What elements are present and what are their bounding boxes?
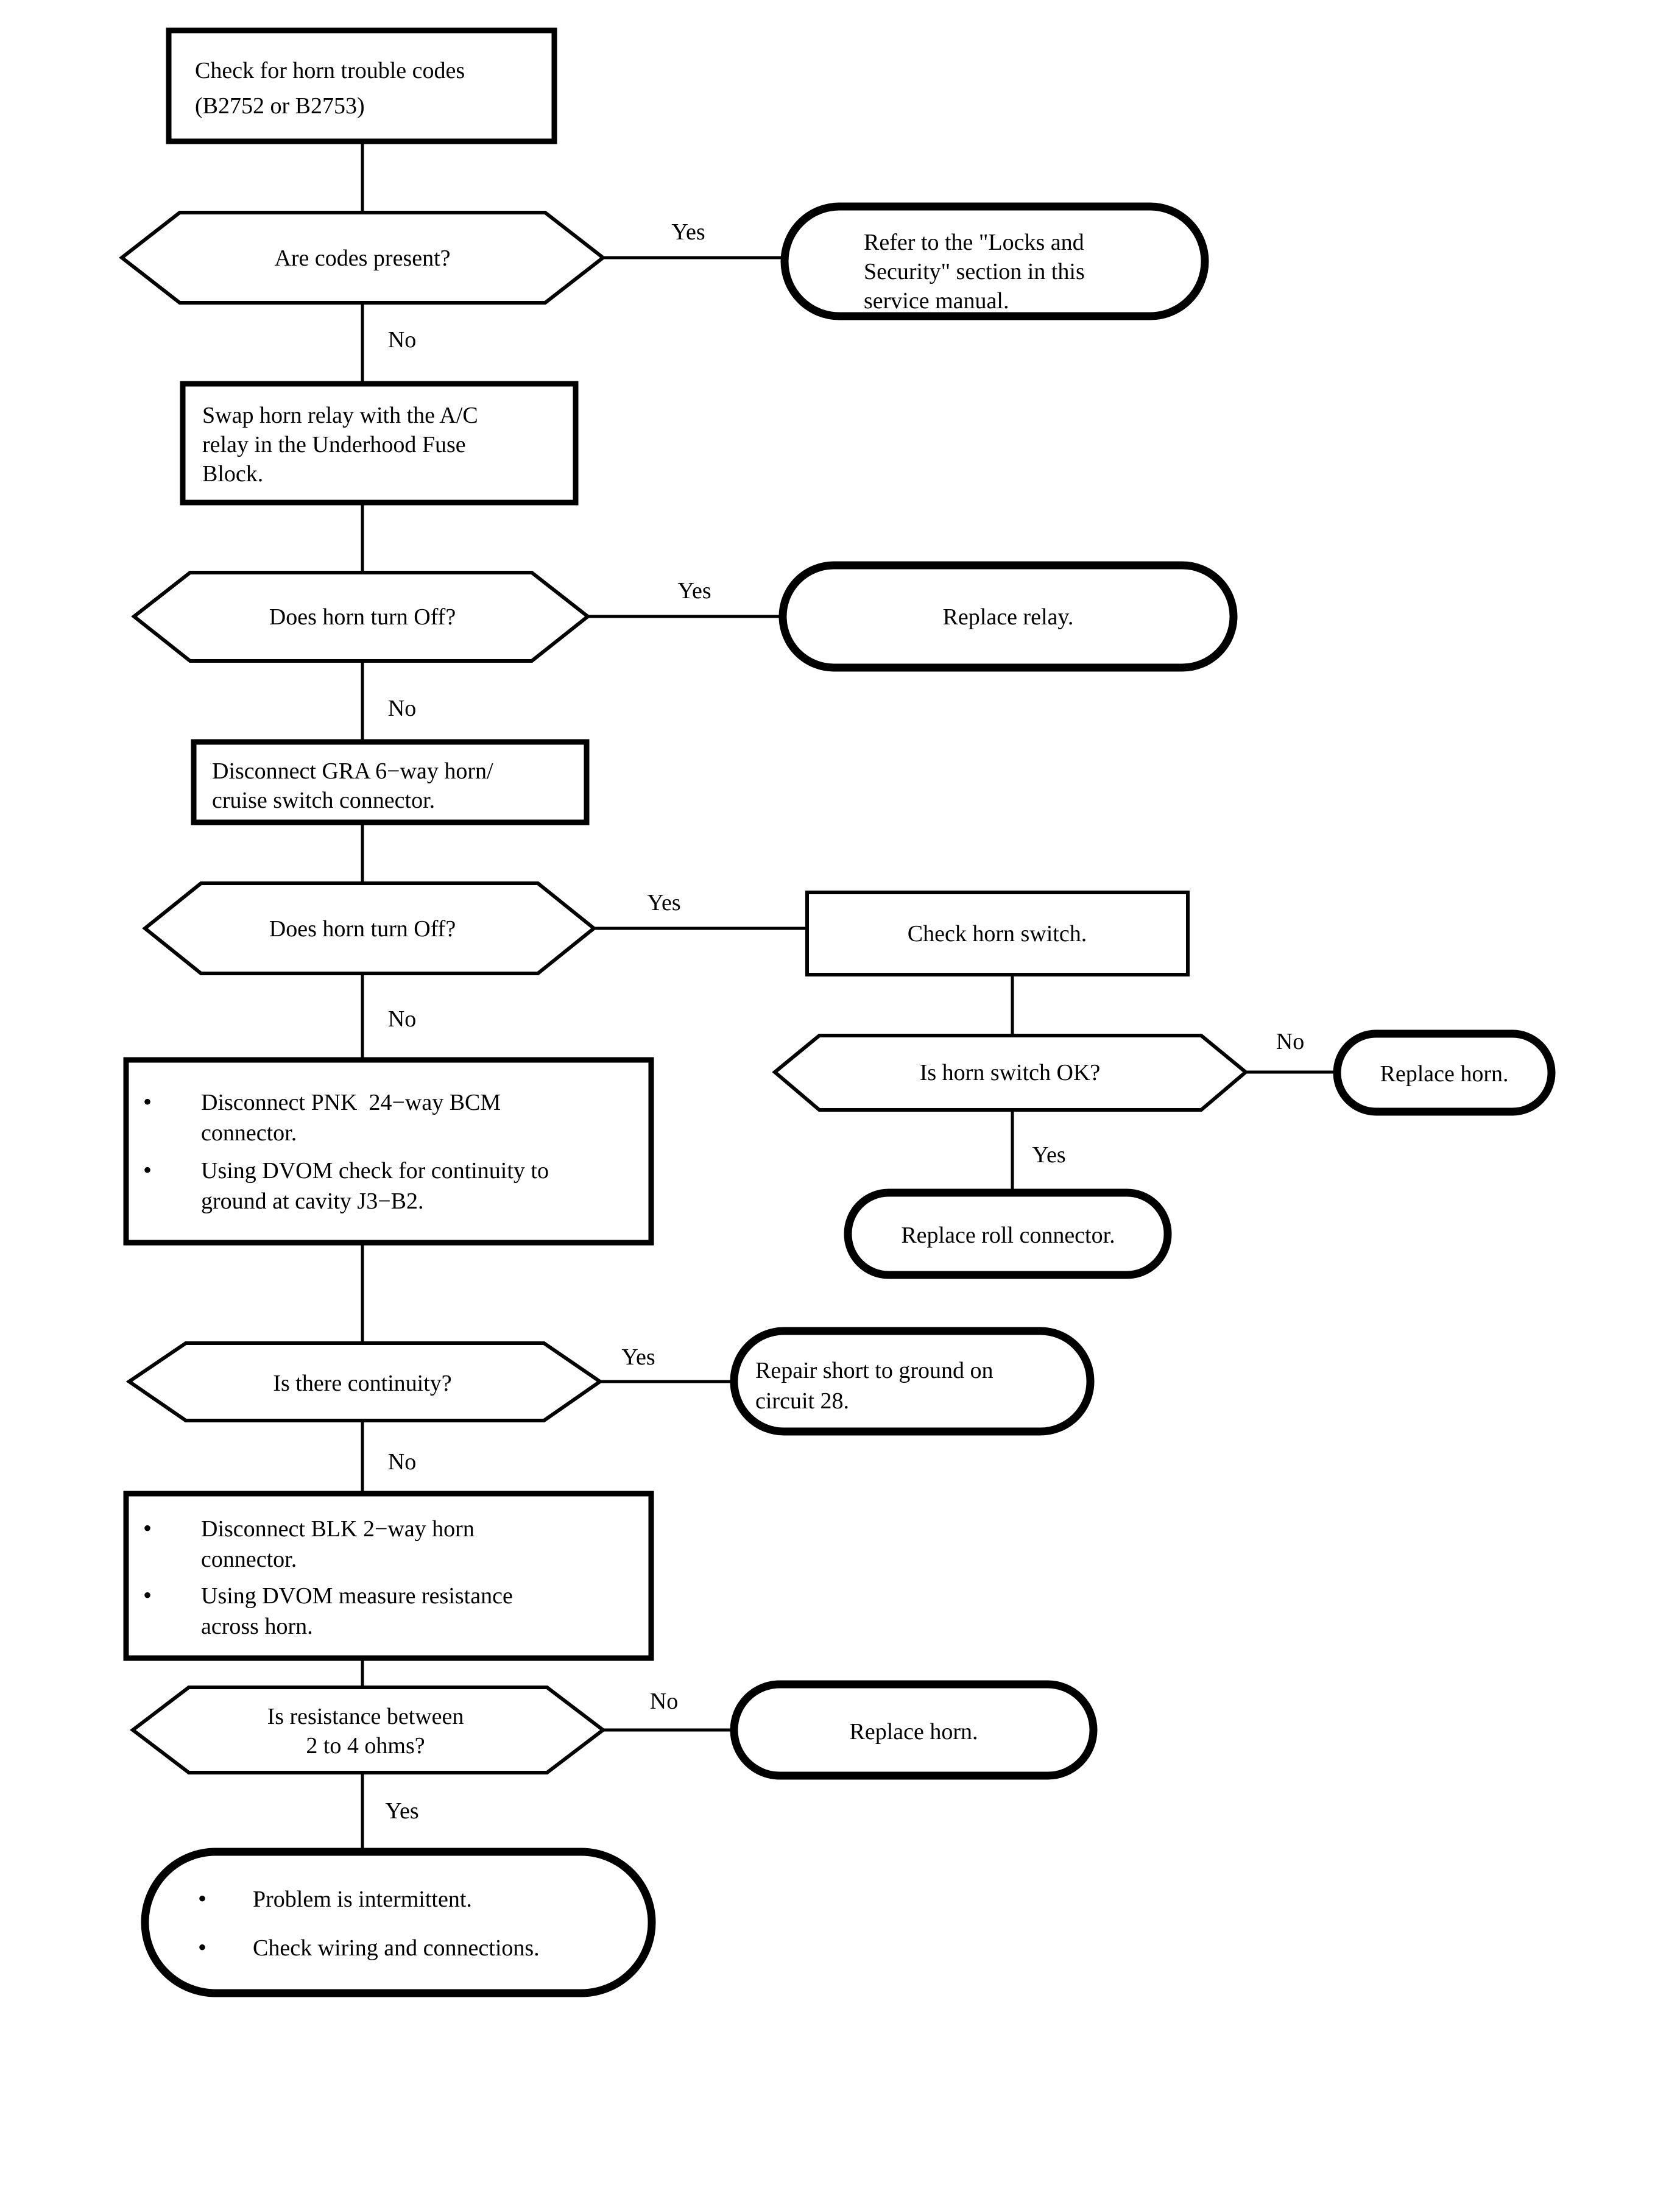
bullet-1-line-2: connector.: [201, 1120, 297, 1146]
node-replace-roll-connector[interactable]: Replace roll connector.: [844, 1188, 1172, 1279]
edge-label-no-6: No: [650, 1689, 678, 1714]
terminator-shape: [730, 1680, 1098, 1780]
terminator-shape: [730, 1327, 1095, 1436]
node-text-line-3: service manual.: [864, 288, 1009, 314]
bullet-2-line-2: ground at cavity J3−B2.: [201, 1188, 424, 1214]
bullet-1-line-1: Disconnect PNK 24−way BCM: [201, 1090, 501, 1115]
decision-shape: [131, 571, 591, 663]
edge-label-yes-3: Yes: [647, 890, 680, 916]
node-text-line-1: Are codes present?: [274, 245, 450, 271]
node-replace-horn-1[interactable]: Replace horn.: [1333, 1029, 1556, 1116]
node-text-line-1: Check for horn trouble codes: [195, 58, 465, 83]
edge-label-yes-6: Yes: [385, 1798, 418, 1824]
node-text-line-1: Disconnect GRA 6−way horn/: [212, 758, 493, 784]
node-text-line-2: (B2752 or B2753): [195, 93, 365, 119]
bullet-1-line-1: Problem is intermittent.: [253, 1887, 472, 1912]
bullet-2-line-1: Using DVOM measure resistance: [201, 1583, 513, 1609]
node-text-line-1: Check horn switch.: [908, 921, 1087, 947]
node-does-horn-turn-off-1[interactable]: Does horn turn Off?: [131, 571, 591, 663]
bullet-marker-1: •: [143, 1514, 152, 1542]
edge-label-yes-2: Yes: [677, 578, 711, 604]
node-check-horn-switch[interactable]: Check horn switch.: [805, 891, 1190, 976]
node-text-line-3: Block.: [202, 461, 263, 487]
node-text-line-1: Repair short to ground on: [755, 1358, 994, 1383]
bullet-2-line-2: across horn.: [201, 1614, 313, 1639]
node-text-line-2: circuit 28.: [755, 1388, 849, 1414]
node-text-line-1: Replace horn.: [849, 1719, 978, 1745]
node-replace-relay[interactable]: Replace relay.: [778, 561, 1238, 672]
edge-label-no-5: No: [388, 1449, 416, 1475]
node-repair-short-to-ground[interactable]: Repair short to ground on circuit 28.: [730, 1327, 1095, 1436]
node-text-line-1: Refer to the "Locks and: [864, 230, 1084, 255]
node-refer-locks-security[interactable]: Refer to the "Locks and Security" sectio…: [780, 202, 1209, 320]
terminator-shape: [141, 1848, 656, 1997]
bullet-1-line-2: connector.: [201, 1547, 297, 1572]
node-text-line-2: Security" section in this: [864, 259, 1085, 284]
bullet-marker-2: •: [198, 1933, 206, 1961]
terminator-shape: [778, 561, 1238, 672]
bullet-2-line-1: Using DVOM check for continuity to: [201, 1158, 549, 1184]
node-disconnect-gra-connector[interactable]: Disconnect GRA 6−way horn/ cruise switch…: [191, 739, 590, 825]
node-text-line-1: Is horn switch OK?: [920, 1060, 1101, 1086]
process-shape: [166, 27, 557, 144]
edge-label-yes-5: Yes: [621, 1344, 655, 1370]
decision-shape: [125, 1341, 604, 1422]
terminator-shape: [780, 202, 1209, 320]
node-text-line-2: relay in the Underhood Fuse: [202, 432, 466, 457]
bullet-marker-2: •: [143, 1156, 152, 1184]
bullet-marker-2: •: [143, 1581, 152, 1609]
bullet-1-line-1: Disconnect BLK 2−way horn: [201, 1516, 475, 1542]
process-shape: [123, 1057, 654, 1246]
node-swap-horn-relay[interactable]: Swap horn relay with the A/C relay in th…: [180, 381, 579, 506]
node-text-line-2: cruise switch connector.: [212, 788, 435, 813]
node-text-line-1: Is there continuity?: [273, 1371, 451, 1396]
node-text-line-1: Is resistance between: [267, 1704, 464, 1729]
bullet-marker-1: •: [198, 1885, 206, 1912]
node-text-line-1: Does horn turn Off?: [269, 604, 456, 630]
decision-shape: [142, 881, 597, 975]
edge-label-no-2: No: [388, 696, 416, 721]
process-shape: [805, 891, 1190, 976]
node-text-line-1: Replace relay.: [943, 604, 1074, 630]
node-is-horn-switch-ok[interactable]: Is horn switch OK?: [772, 1034, 1249, 1112]
node-text-line-1: Replace horn.: [1380, 1061, 1508, 1087]
node-are-codes-present[interactable]: Are codes present?: [119, 211, 606, 305]
bullet-marker-1: •: [143, 1088, 152, 1115]
edge-label-yes-1: Yes: [671, 219, 705, 245]
edge-label-no-4: No: [1276, 1029, 1304, 1054]
bullet-2-line-1: Check wiring and connections.: [253, 1935, 540, 1961]
node-problem-intermittent[interactable]: • Problem is intermittent. • Check wirin…: [141, 1848, 656, 1997]
process-shape: [123, 1491, 654, 1661]
node-text-line-1: Does horn turn Off?: [269, 916, 456, 942]
terminator-shape: [1333, 1029, 1556, 1116]
edge-label-no-3: No: [388, 1006, 416, 1032]
edge-label-no-1: No: [388, 327, 416, 353]
node-is-resistance-2-to-4-ohms[interactable]: Is resistance between 2 to 4 ohms?: [130, 1686, 606, 1774]
node-replace-horn-2[interactable]: Replace horn.: [730, 1680, 1098, 1780]
node-text-line-1: Replace roll connector.: [901, 1223, 1115, 1248]
decision-shape: [772, 1034, 1249, 1112]
terminator-shape: [844, 1188, 1172, 1279]
node-does-horn-turn-off-2[interactable]: Does horn turn Off?: [142, 881, 597, 975]
node-disconnect-blk-horn[interactable]: • Disconnect BLK 2−way horn connector. •…: [123, 1491, 654, 1661]
connector-lines: [361, 141, 1337, 1852]
decision-shape: [130, 1686, 606, 1774]
process-shape: [180, 381, 579, 506]
node-check-trouble-codes[interactable]: Check for horn trouble codes (B2752 or B…: [166, 27, 557, 144]
node-is-there-continuity[interactable]: Is there continuity?: [125, 1341, 604, 1422]
node-text-line-1: Swap horn relay with the A/C: [202, 403, 478, 428]
node-disconnect-pnk-bcm[interactable]: • Disconnect PNK 24−way BCM connector. •…: [123, 1057, 654, 1246]
node-text-line-2: 2 to 4 ohms?: [306, 1733, 425, 1759]
process-shape: [191, 739, 590, 825]
edge-label-yes-4: Yes: [1032, 1142, 1065, 1168]
decision-shape: [119, 211, 606, 305]
